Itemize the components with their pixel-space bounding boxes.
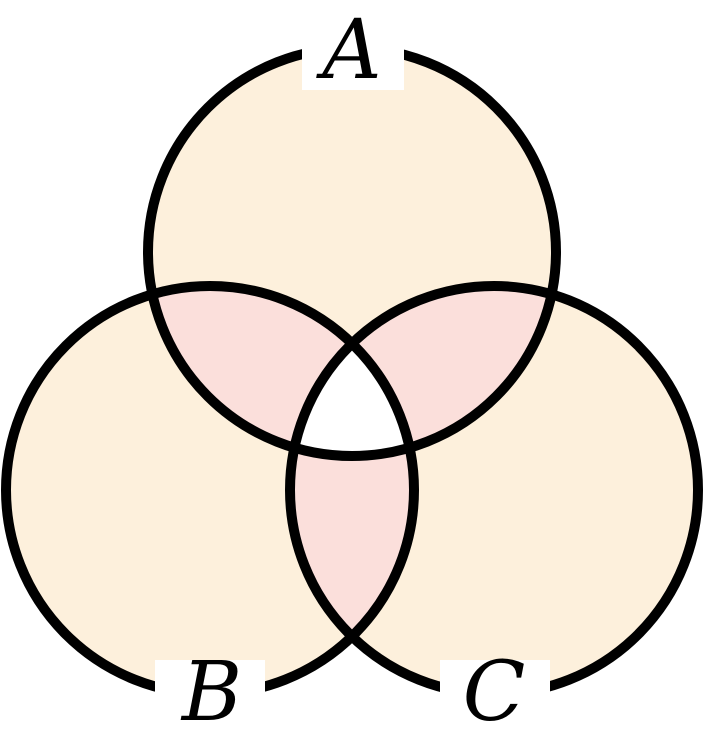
label-a-backdrop bbox=[302, 28, 404, 90]
set-label-c: C bbox=[463, 645, 526, 740]
set-label-a: A bbox=[315, 3, 381, 98]
label-b-backdrop bbox=[155, 660, 265, 740]
label-c-backdrop bbox=[440, 660, 550, 740]
set-label-b: B bbox=[180, 645, 242, 740]
